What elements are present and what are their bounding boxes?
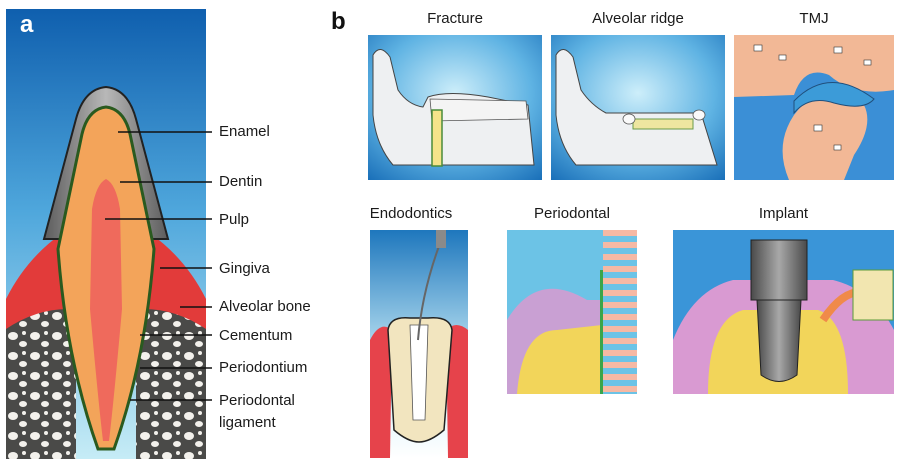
label-periodontal-ligament-line2: ligament: [219, 414, 276, 432]
panel-b-letter: b: [331, 10, 346, 34]
implant-illustration: [673, 230, 894, 394]
tmj-illustration: [734, 35, 894, 180]
panel-a: a: [6, 9, 206, 459]
label-alveolar-bone: Alveolar bone: [219, 298, 311, 316]
label-cementum: Cementum: [219, 327, 292, 345]
caption-tmj: TMJ: [734, 10, 894, 28]
label-dentin: Dentin: [219, 173, 262, 191]
caption-alveolar-ridge: Alveolar ridge: [551, 10, 725, 28]
endodontics-illustration: [370, 230, 468, 458]
caption-fracture: Fracture: [368, 10, 542, 28]
label-pulp: Pulp: [219, 211, 249, 229]
caption-implant: Implant: [673, 205, 894, 223]
fracture-illustration: [368, 35, 542, 180]
alveolar-ridge-illustration: [551, 35, 725, 180]
tooth-cross-section-illustration: [6, 9, 206, 459]
panel-a-letter: a: [20, 13, 33, 37]
caption-endodontics: Endodontics: [352, 205, 470, 223]
label-gingiva: Gingiva: [219, 260, 270, 278]
periodontal-illustration: [507, 230, 637, 394]
label-periodontal-ligament-line1: Periodontal: [219, 392, 295, 410]
label-periodontium: Periodontium: [219, 359, 307, 377]
caption-periodontal: Periodontal: [507, 205, 637, 223]
label-enamel: Enamel: [219, 123, 270, 141]
